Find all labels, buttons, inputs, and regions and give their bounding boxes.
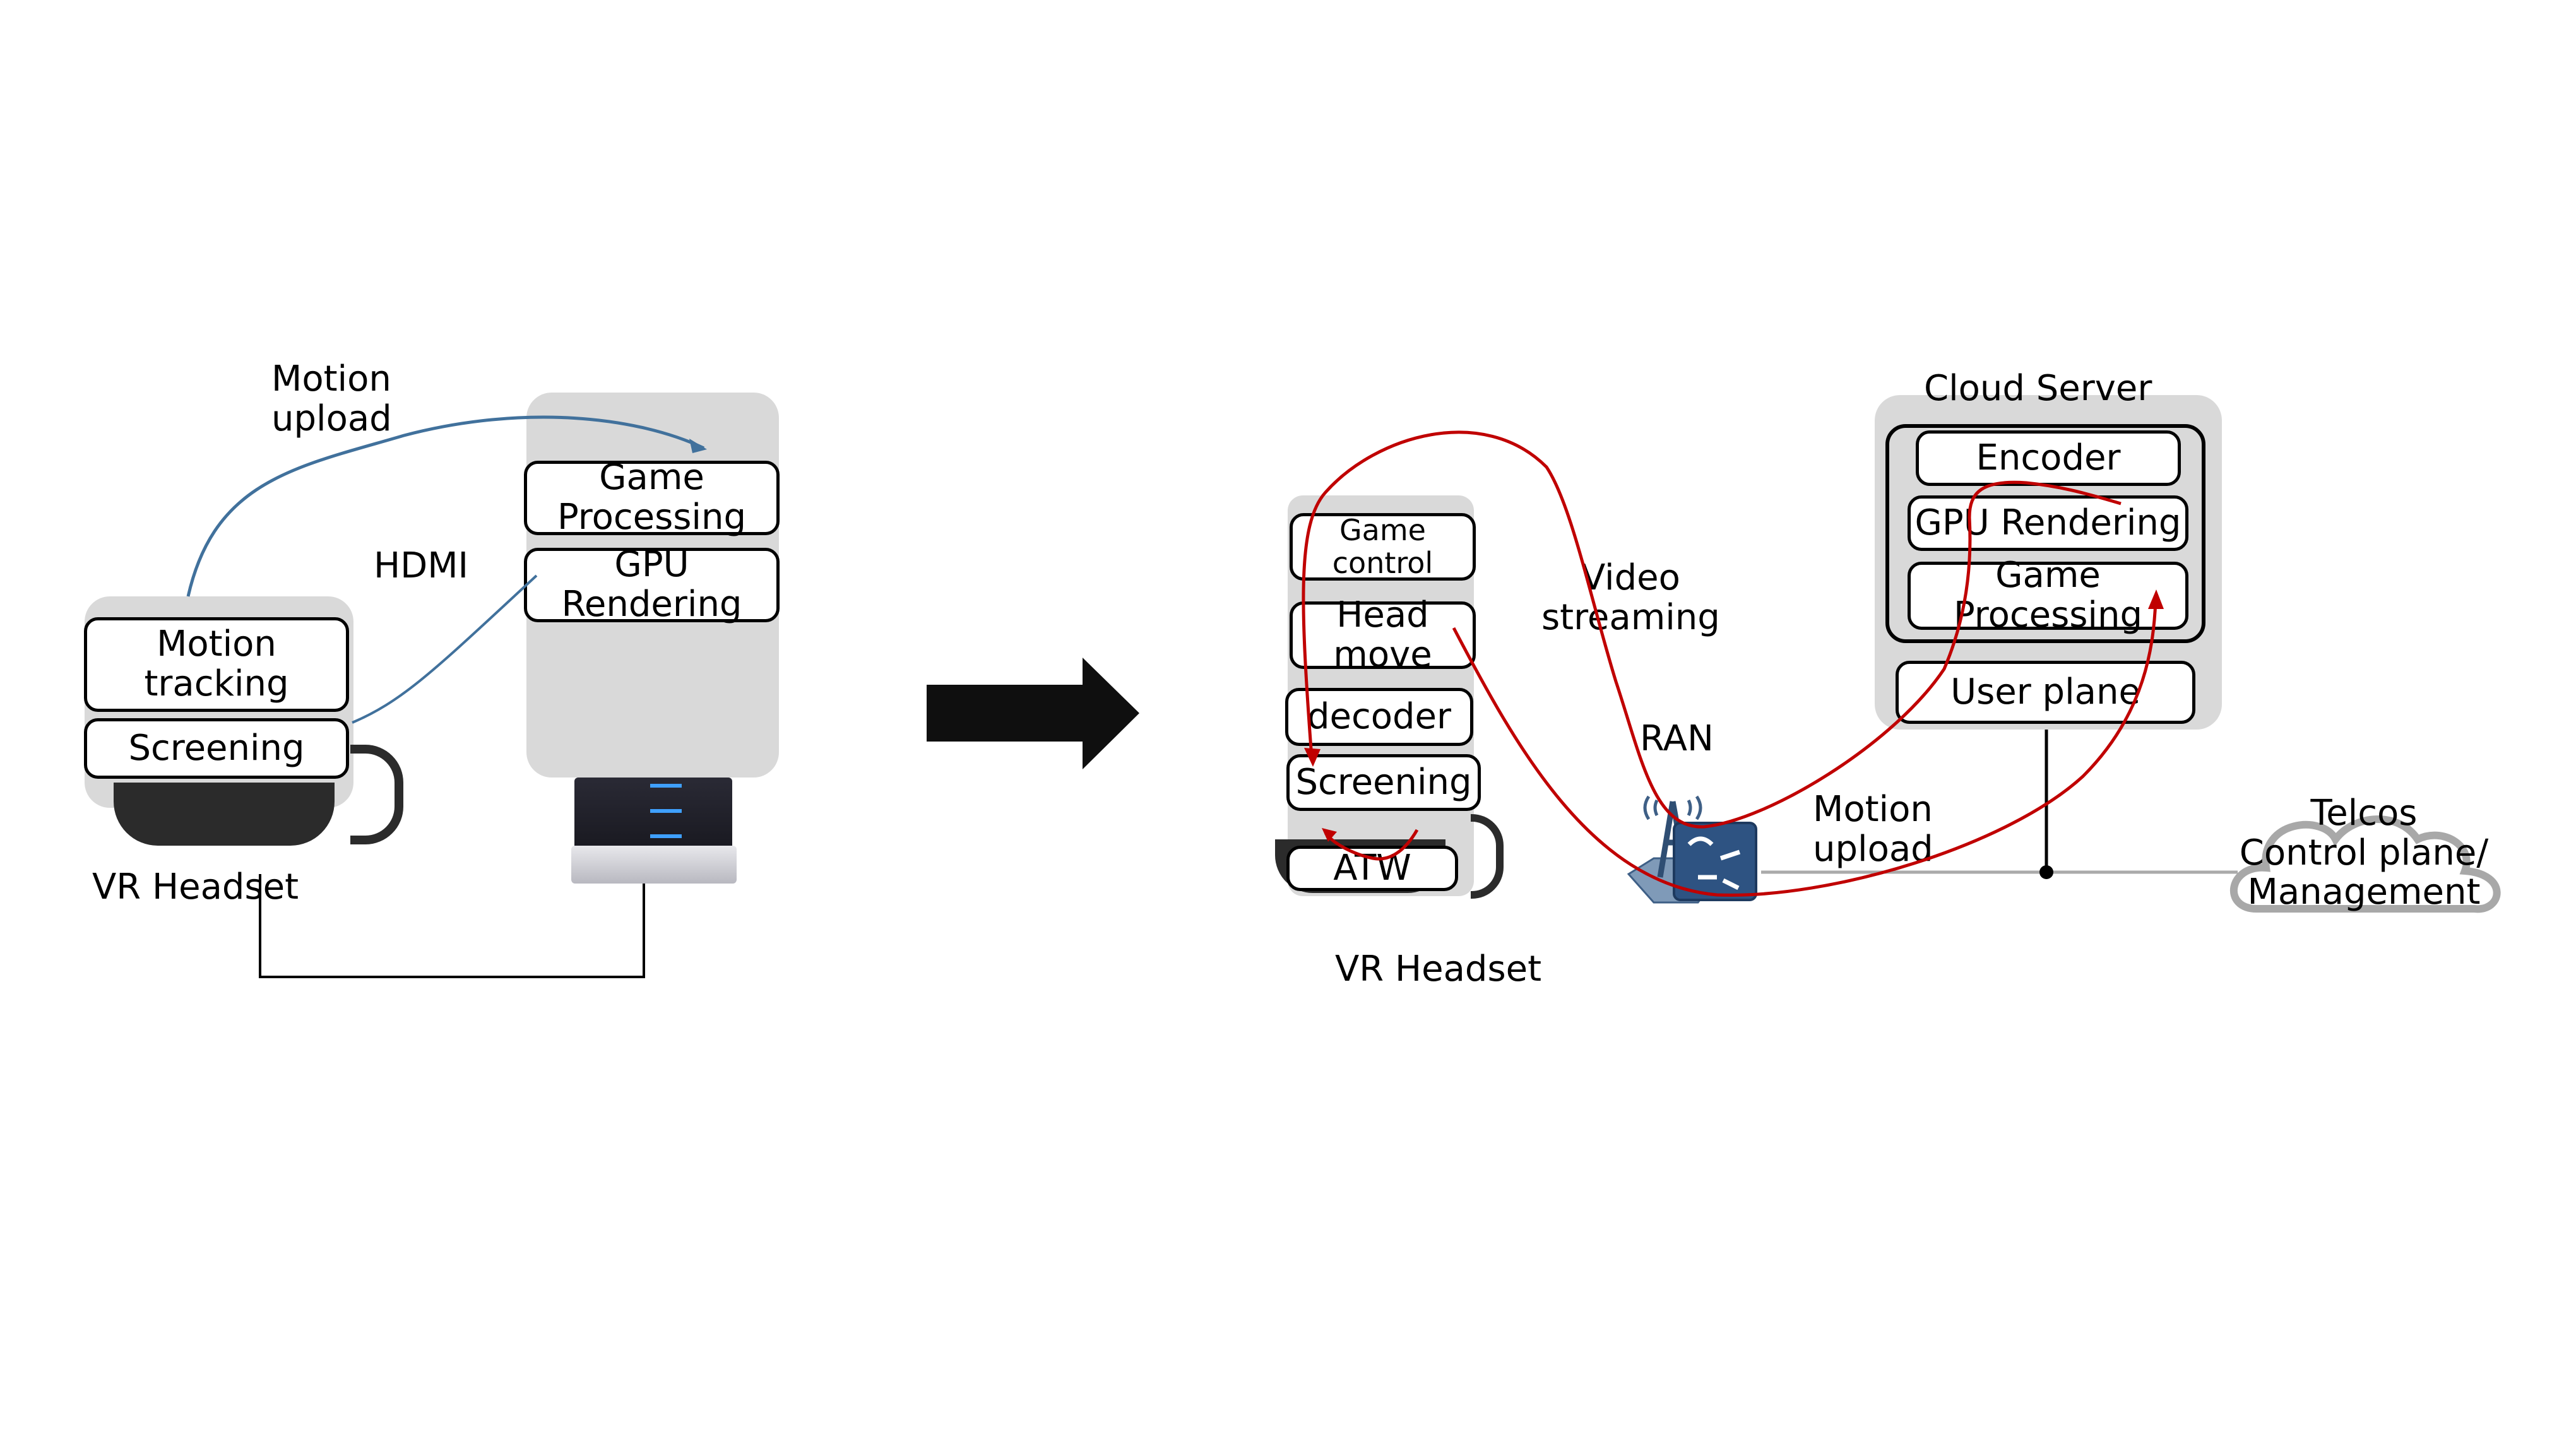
atw-box: ATW bbox=[1286, 846, 1458, 891]
telcos-cloud-label: Telcos Control plane/ Management bbox=[2239, 793, 2489, 913]
junction-dot bbox=[2039, 865, 2053, 879]
vr-headset-label-left: VR Headset bbox=[92, 866, 299, 908]
vr-headset-label-right: VR Headset bbox=[1335, 949, 1542, 990]
motion-upload-label-left: Motion upload bbox=[271, 358, 392, 439]
server-led-3 bbox=[650, 834, 682, 838]
hdmi-label: HDMI bbox=[374, 545, 469, 586]
user-plane-box: User plane bbox=[1896, 661, 2195, 724]
video-streaming-arrowhead bbox=[1304, 748, 1321, 767]
atw-loop-arrowhead bbox=[1322, 828, 1337, 842]
motion-tracking-box: Motion tracking bbox=[84, 617, 349, 712]
hdmi-cable-line bbox=[352, 574, 538, 724]
cloud-compute-group bbox=[1885, 424, 2205, 643]
cloud-server-label: Cloud Server bbox=[1924, 368, 2152, 409]
motion-upload-arrowhead-left bbox=[689, 439, 707, 453]
telcos-cloud-shape bbox=[2229, 815, 2501, 913]
server-led-2 bbox=[650, 809, 682, 813]
motion-upload-arrowhead bbox=[2148, 589, 2164, 609]
screening-box-right: Screening bbox=[1286, 754, 1481, 811]
motion-upload-flow bbox=[1452, 600, 2158, 897]
server-tower-base bbox=[571, 846, 737, 884]
gpu-rendering-box-right: GPU Rendering bbox=[1908, 495, 2188, 551]
gpu-rendering-box-left: GPU Rendering bbox=[524, 545, 780, 624]
motion-upload-arrow-left bbox=[186, 415, 705, 597]
atw-loop-flow bbox=[1324, 829, 1419, 861]
ran-label: RAN bbox=[1640, 718, 1714, 759]
head-move-box: Head move bbox=[1290, 595, 1476, 674]
transition-arrow bbox=[927, 658, 1139, 769]
server-led-1 bbox=[650, 784, 682, 788]
power-cable-line bbox=[259, 874, 645, 978]
video-streaming-flow bbox=[1302, 430, 2122, 829]
game-processing-box-right: Game Processing bbox=[1908, 555, 2188, 635]
decoder-box: decoder bbox=[1285, 688, 1473, 746]
vr-headset-image-left bbox=[114, 783, 335, 846]
video-streaming-label: Video streaming bbox=[1541, 557, 1720, 638]
game-processing-box-left: Game Processing bbox=[524, 458, 780, 537]
screening-box-left: Screening bbox=[84, 718, 349, 779]
game-control-box: Game control bbox=[1290, 513, 1476, 581]
